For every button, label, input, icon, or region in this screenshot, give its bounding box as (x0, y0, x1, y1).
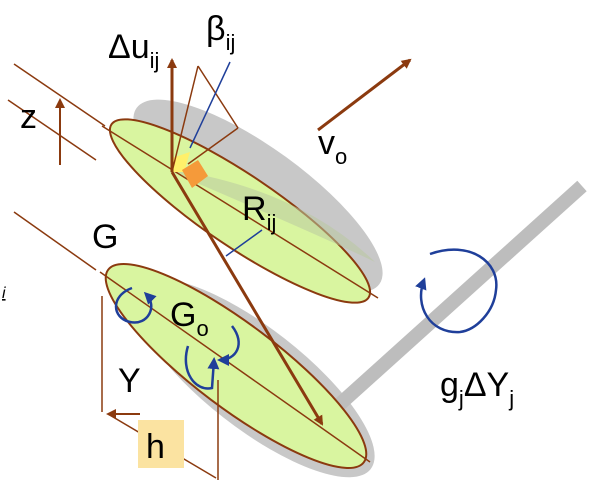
h-label: h (146, 428, 165, 466)
beta-label: βij (206, 10, 235, 55)
g-o-label: Go (170, 296, 209, 341)
r-label: Rij (242, 190, 276, 235)
beta-box-top (197, 65, 239, 129)
g-delta-y-label: gjΔYj (440, 366, 514, 411)
v-o-label: vo (318, 124, 347, 169)
lower-plate (104, 263, 368, 469)
guide-line-1 (13, 63, 106, 127)
beta-direction-line (171, 65, 199, 173)
delta-u-label: Δuij (108, 28, 159, 73)
upper-plate-shade (175, 170, 375, 262)
g-label: G (92, 218, 118, 256)
support-strut (315, 180, 587, 428)
v-o-arrow (317, 58, 412, 132)
h-box (138, 420, 184, 468)
r-vector-arrow (170, 171, 324, 426)
beta-yellow-patch (172, 152, 190, 172)
beta-pointer (189, 61, 231, 149)
r-pointer (225, 229, 263, 257)
g-o-circulation-arrow-left (217, 325, 240, 366)
g-circulation-arrow (114, 286, 157, 324)
guide-line-2 (7, 99, 97, 161)
z-label: z (20, 98, 37, 136)
guide-line-3 (13, 211, 97, 271)
strut-circulation-arrow (415, 248, 498, 334)
g-o-circulation-arrow-bottom (184, 345, 220, 390)
beta-box-side (187, 127, 239, 165)
upper-plate-chord (101, 125, 379, 299)
margin-fragment: i (2, 285, 6, 302)
y-label: Y (118, 362, 141, 400)
beta-angle-square (182, 160, 208, 188)
